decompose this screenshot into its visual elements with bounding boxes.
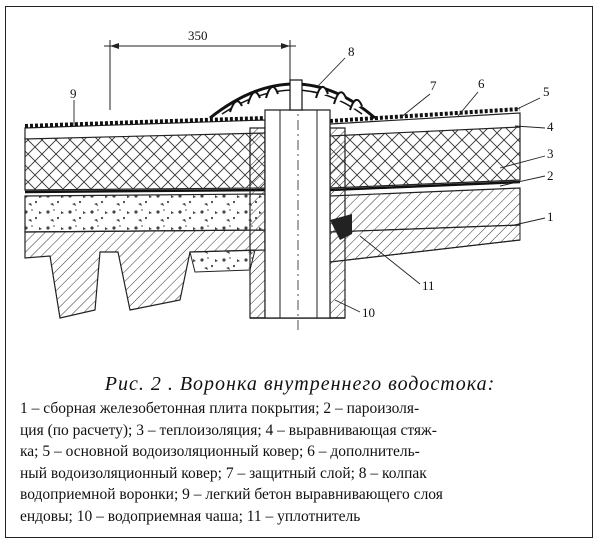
callout-labels: 9 8 7 6 5 4 3 2 1 11 10 [70,44,554,320]
callout-6: 6 [478,76,485,91]
leader-lines [73,57,546,313]
callout-2: 2 [547,168,554,183]
callout-4: 4 [547,119,554,134]
insulation-layer [24,131,266,191]
sealant [330,214,352,240]
roof-drain-section-drawing: 350 [24,28,554,330]
legend-line: ция (по расчету); 3 – теплоизоляция; 4 –… [20,421,437,439]
callout-9: 9 [70,86,77,101]
protective-layer [24,107,521,128]
drain-dome-cap [209,79,376,120]
legend-line: 1 – сборная железобетонная плита покрыти… [20,400,420,417]
callout-3: 3 [547,146,554,161]
callout-5: 5 [543,84,550,99]
slab-ribs [24,229,266,319]
concrete-slab [24,193,266,233]
legend-line: ный водоизоляционный ковер; 7 – защитный… [20,464,427,482]
figure-border [5,6,593,538]
legend-line: ка; 5 – основной водоизоляционный ковер;… [20,443,420,460]
legend-line: водоприемной воронки; 9 – легкий бетон в… [20,486,443,503]
drain-bowl [249,100,346,330]
vapour-barrier [24,180,521,194]
callout-10: 10 [362,305,375,320]
legend-line: ендовы; 10 – водоприемная чаша; 11 – упл… [20,507,361,525]
dimension-350: 350 [104,28,296,110]
callout-1: 1 [547,209,554,224]
figure-legend: 1 – сборная железобетонная плита покрыти… [20,398,582,527]
callout-7: 7 [430,78,437,93]
insulation-layer-right [329,125,521,189]
callout-8: 8 [348,44,355,59]
callout-11: 11 [422,278,435,293]
figure-caption-title: Рис. 2 . Воронка внутреннего водостока: [104,373,496,395]
svg-text:350: 350 [188,28,208,43]
